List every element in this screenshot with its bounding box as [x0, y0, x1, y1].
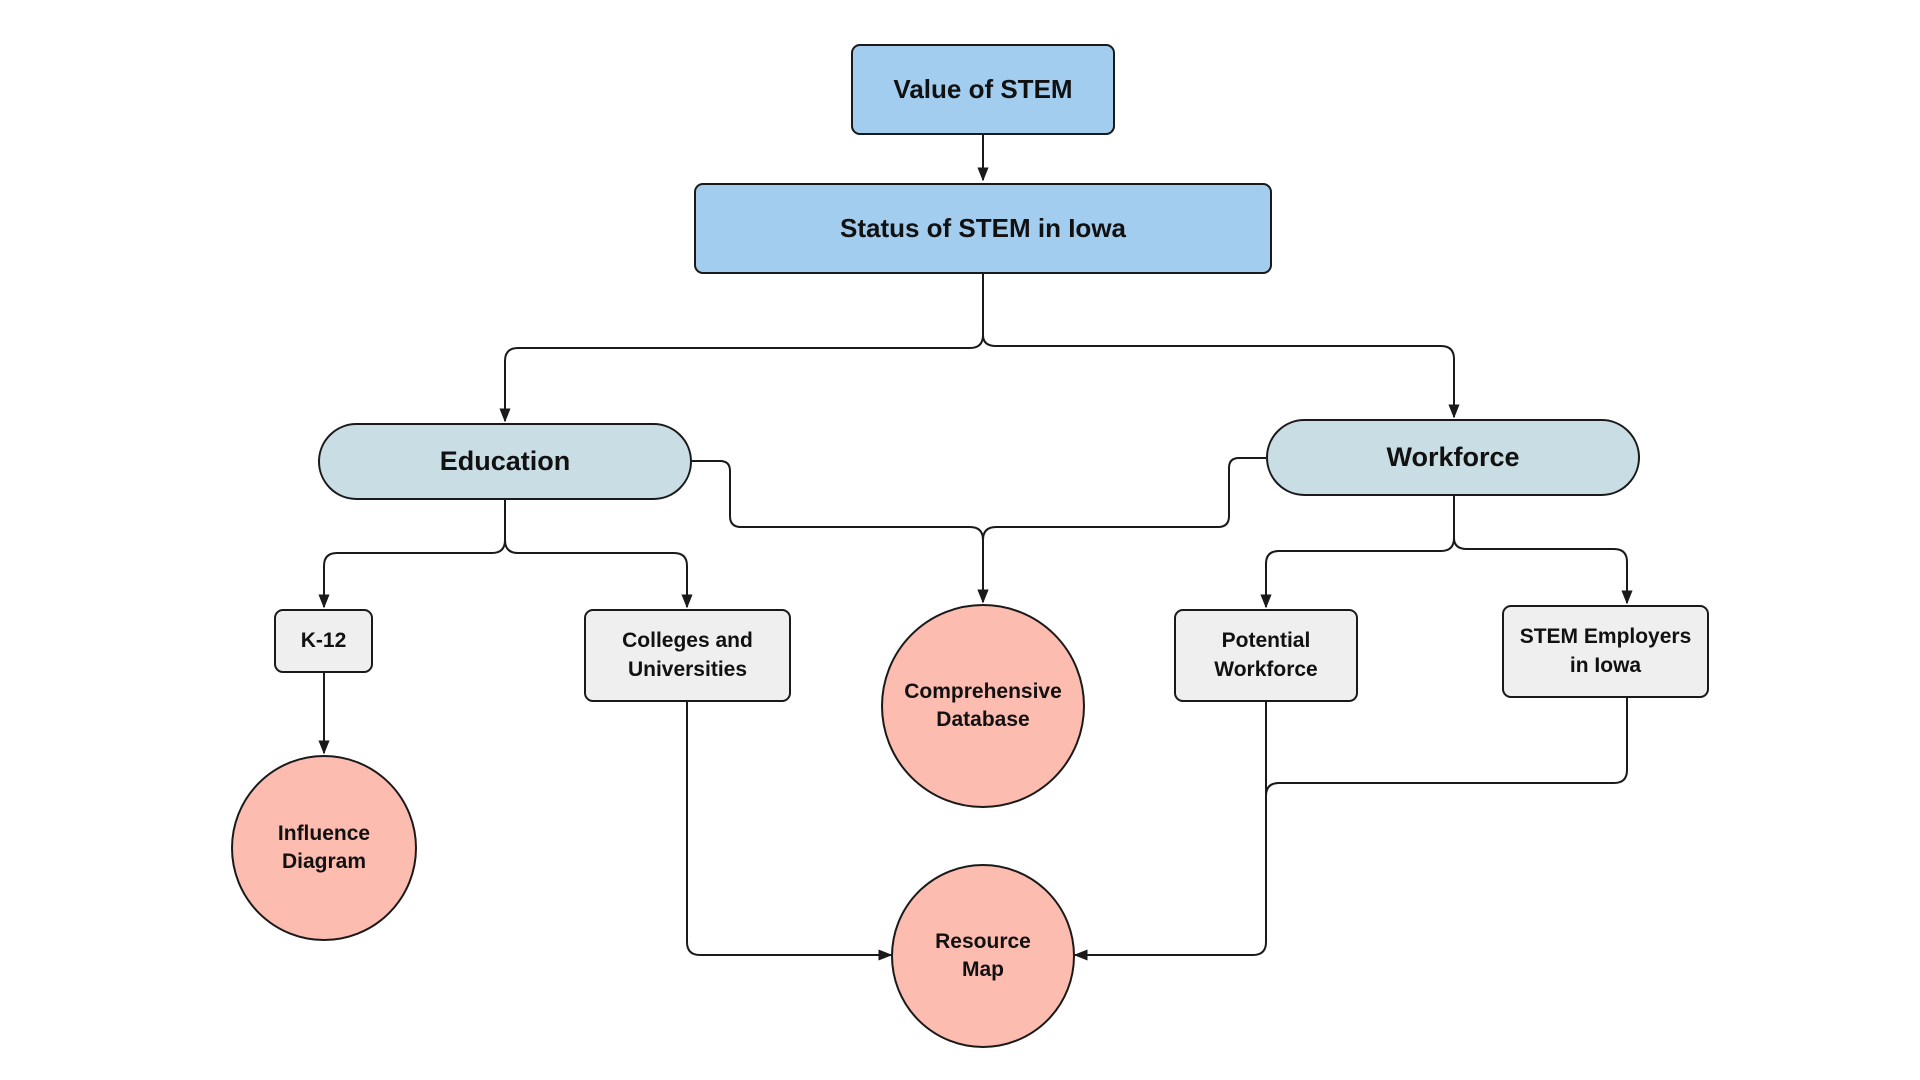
node-label: Influence Diagram — [277, 821, 371, 873]
node-label: Potential Workforce — [1214, 629, 1318, 681]
edge-education-to-colleges — [504, 539, 693, 609]
node-colleges-and-universities: Colleges and Universities — [584, 609, 791, 702]
edge-education-to-database — [692, 460, 989, 604]
node-comprehensive-database: Comprehensive Database — [881, 604, 1085, 808]
node-influence-diagram: Influence Diagram — [231, 755, 417, 941]
edge-status-to-workforce — [982, 334, 1460, 419]
node-value-of-stem: Value of STEM — [851, 44, 1115, 135]
node-label: Resource Map — [935, 929, 1031, 981]
node-label: Workforce — [1386, 442, 1520, 473]
node-label: Comprehensive Database — [904, 679, 1062, 731]
node-k12: K-12 — [274, 609, 373, 673]
node-workforce: Workforce — [1266, 419, 1640, 496]
node-label: Education — [439, 446, 571, 477]
node-resource-map: Resource Map — [891, 864, 1075, 1048]
node-label: STEM Employers in Iowa — [1519, 625, 1692, 677]
node-label: Value of STEM — [893, 73, 1073, 104]
edge-workforce-to-database — [977, 457, 1266, 604]
node-stem-employers-in-iowa: STEM Employers in Iowa — [1502, 605, 1709, 698]
edge-status-to-education — [499, 274, 984, 423]
edge-education-to-k12 — [318, 500, 506, 609]
edge-potential-to-resource — [1073, 702, 1267, 961]
node-label: K-12 — [300, 628, 347, 652]
node-label: Status of STEM in Iowa — [839, 212, 1126, 243]
node-education: Education — [318, 423, 692, 500]
edge-employers-to-resource — [1265, 698, 1628, 797]
edge-workforce-to-potential — [1260, 496, 1455, 609]
edge-colleges-to-resource — [686, 702, 893, 961]
node-status-of-stem: Status of STEM in Iowa — [694, 183, 1272, 274]
node-label: Colleges and Universities — [622, 629, 753, 681]
node-potential-workforce: Potential Workforce — [1174, 609, 1358, 702]
edge-workforce-to-employers — [1453, 537, 1633, 605]
